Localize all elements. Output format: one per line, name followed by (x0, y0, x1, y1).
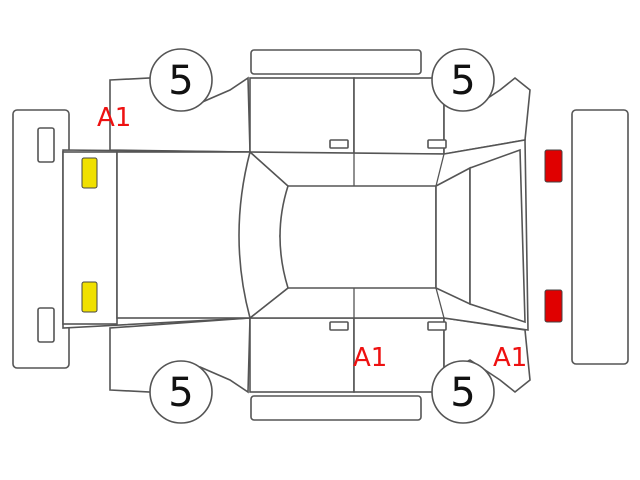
front-lamps (81, 157, 98, 313)
car-body-top-view (62, 139, 529, 331)
rear-bumper (571, 109, 629, 365)
left-side-panels (109, 49, 531, 155)
defect-marker: A1 (493, 343, 527, 373)
wheel-rear-right: 5 (431, 360, 495, 424)
defect-marker: A1 (353, 343, 387, 373)
wheel-front-left: 5 (149, 48, 213, 112)
wheel-front-right: 5 (149, 360, 213, 424)
front-lamp-top (81, 157, 98, 189)
wheel-rear-left-value: 5 (450, 58, 475, 104)
front-lamp-bottom (81, 281, 98, 313)
wheel-rear-right-value: 5 (450, 370, 475, 416)
front-bumper (12, 109, 70, 369)
rear-lamp-top (544, 149, 563, 183)
wheel-rear-left: 5 (431, 48, 495, 112)
rear-lamps (544, 149, 563, 323)
wheel-front-left-value: 5 (168, 58, 193, 104)
right-side-panels (109, 317, 531, 421)
defect-marker: A1 (97, 103, 131, 133)
wheel-front-right-value: 5 (168, 370, 193, 416)
rear-lamp-bottom (544, 289, 563, 323)
